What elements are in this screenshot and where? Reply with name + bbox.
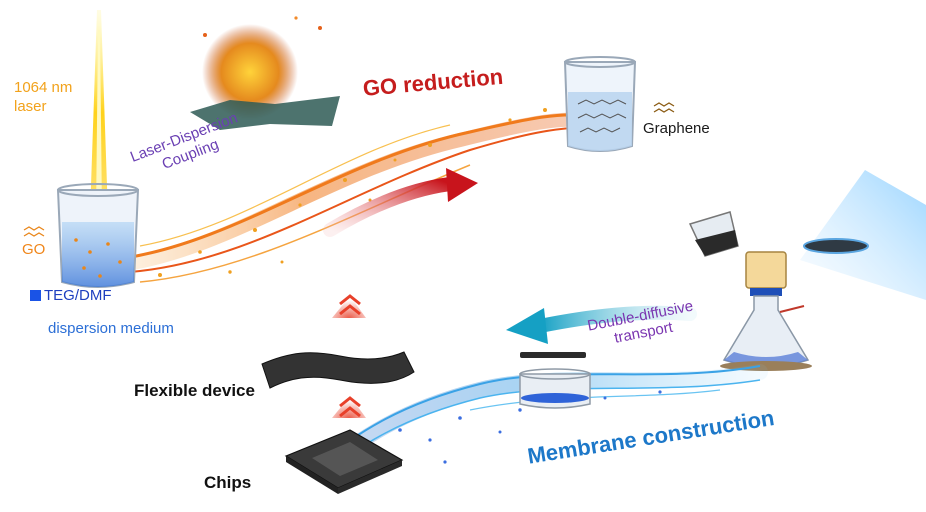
flexible-device xyxy=(261,294,415,389)
chip xyxy=(284,396,404,494)
graphene-label: Graphene xyxy=(643,120,710,137)
graphene-lattice-icon xyxy=(653,102,675,113)
go-lattice-icon xyxy=(23,226,45,237)
teg-dmf-text: TEG/DMF xyxy=(44,287,112,304)
teg-dmf-marker xyxy=(30,290,41,301)
graphene-beaker xyxy=(563,56,637,152)
chips-label: Chips xyxy=(204,473,252,492)
membrane-disc xyxy=(803,238,869,254)
teal-arrow xyxy=(506,305,697,344)
laser-label-line1: 1064 nm xyxy=(14,79,73,96)
light-cone xyxy=(800,170,926,300)
go-beaker xyxy=(56,183,140,288)
sparkle-dots xyxy=(158,108,547,277)
red-arrow xyxy=(323,168,478,237)
petri-dish xyxy=(519,352,591,409)
dispersion-medium-label: dispersion medium xyxy=(48,320,174,337)
flexible-device-label: Flexible device xyxy=(134,381,255,400)
laser-label: 1064 nm laser xyxy=(14,80,72,114)
explosion-burst xyxy=(190,16,340,130)
teg-dmf-label: TEG/DMF xyxy=(30,288,112,303)
laser-label-line2: laser xyxy=(14,98,47,115)
filtration-flask xyxy=(720,251,812,371)
pouring-beaker xyxy=(688,211,739,257)
go-label: GO xyxy=(22,241,46,258)
